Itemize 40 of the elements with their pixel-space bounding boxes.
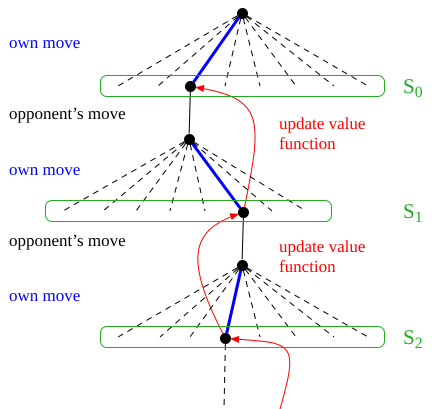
connector-line <box>192 16 240 83</box>
connector-line <box>225 270 242 334</box>
state-band <box>45 200 332 222</box>
connector-line <box>244 268 296 338</box>
arrow <box>197 214 240 334</box>
state-label: S$_{0}$ <box>403 76 423 97</box>
connector-line <box>136 142 186 212</box>
move-label: own move <box>9 33 80 53</box>
connector-line <box>160 268 238 338</box>
connector-line <box>118 267 238 338</box>
state-label: S$_{2}$ <box>403 327 423 348</box>
connector-line <box>190 144 206 212</box>
connector-line <box>190 268 240 338</box>
connector-line <box>224 18 242 86</box>
connector-line <box>158 16 238 86</box>
connector-line <box>118 15 238 86</box>
state-band <box>100 326 385 348</box>
connector-line <box>246 268 334 338</box>
move-label: own move <box>9 160 80 180</box>
connector-line <box>242 18 260 86</box>
connector-line <box>102 142 186 212</box>
arrow <box>195 85 256 208</box>
connector-line <box>242 270 260 338</box>
connector-line <box>246 16 334 86</box>
move-label: opponent’s move <box>9 231 126 251</box>
arrow <box>230 336 290 409</box>
connector-line <box>192 142 272 212</box>
move-label: own move <box>9 286 80 306</box>
state-label: S$_{1}$ <box>403 201 423 222</box>
move-label: update value function <box>279 237 366 277</box>
move-label: opponent’s move <box>9 104 126 124</box>
connector-line <box>188 92 191 134</box>
connector-line <box>246 15 368 86</box>
state-band <box>100 75 385 97</box>
connector-line <box>170 144 188 212</box>
connector-line <box>62 141 185 212</box>
connector-line <box>242 218 244 260</box>
connector-line <box>246 267 368 338</box>
connector-line <box>244 16 296 86</box>
connector-line <box>191 142 242 209</box>
